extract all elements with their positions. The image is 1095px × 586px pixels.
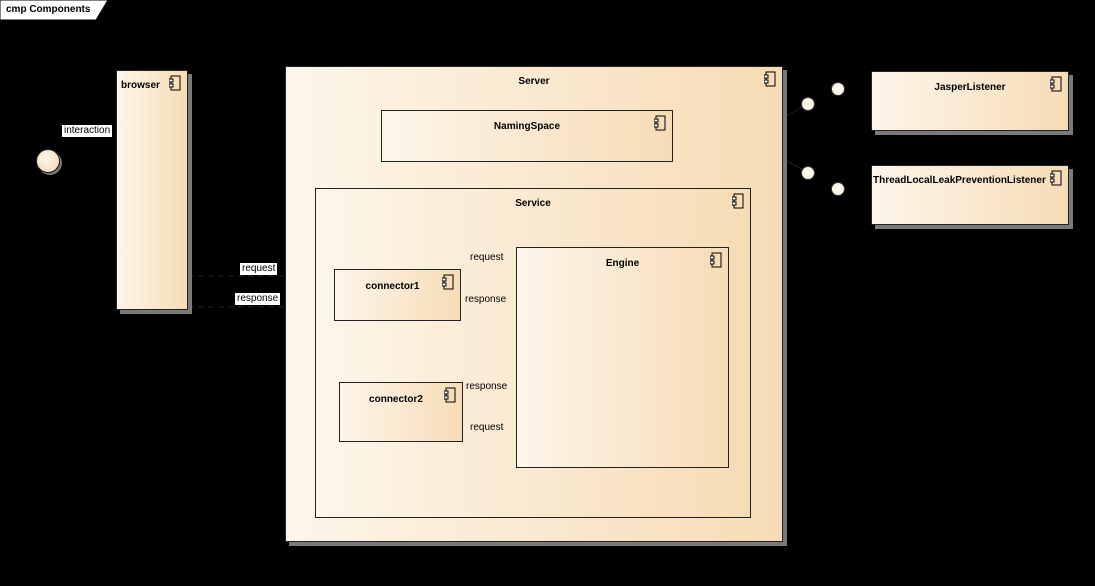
browser-title: browser bbox=[121, 80, 160, 91]
connector1-title: connector1 bbox=[365, 281, 420, 292]
jasper-listener-component[interactable]: JasperListener bbox=[871, 71, 1069, 131]
interaction-label: interaction bbox=[62, 125, 113, 137]
thread-listener-title: ThreadLocalLeakPreventionListener bbox=[873, 175, 1046, 186]
connector2-title: connector2 bbox=[369, 394, 423, 405]
component-icon bbox=[444, 387, 456, 403]
request-c2-label: request bbox=[470, 422, 504, 433]
response-c2-label: response bbox=[466, 381, 508, 392]
component-icon bbox=[1050, 76, 1062, 92]
frame-title: cmp Components bbox=[6, 4, 91, 15]
thread-listener-component[interactable]: ThreadLocalLeakPreventionListener bbox=[871, 165, 1069, 225]
component-icon bbox=[732, 193, 744, 209]
naming-space-component[interactable]: NamingSpace bbox=[381, 110, 673, 162]
server-port-top bbox=[801, 97, 815, 111]
service-title: Service bbox=[515, 198, 551, 209]
actor-head bbox=[36, 149, 60, 173]
browser-component[interactable]: browser bbox=[116, 70, 188, 310]
request-outer-label: request bbox=[240, 263, 278, 275]
response-c1-label: response bbox=[465, 294, 507, 305]
connector1-component[interactable]: connector1 bbox=[334, 269, 461, 321]
request-c1-label: request bbox=[470, 252, 504, 263]
component-icon bbox=[764, 71, 776, 87]
server-port-bottom bbox=[801, 166, 815, 180]
component-icon bbox=[654, 115, 666, 131]
thread-interface-ball bbox=[831, 182, 845, 196]
jasper-interface-ball bbox=[831, 82, 845, 96]
engine-component[interactable]: Engine bbox=[516, 247, 729, 468]
jasper-listener-title: JasperListener bbox=[934, 82, 1006, 93]
component-icon bbox=[1050, 170, 1062, 186]
component-icon bbox=[710, 252, 722, 268]
component-icon bbox=[442, 274, 454, 290]
response-outer-label: response bbox=[235, 293, 281, 305]
engine-title: Engine bbox=[605, 258, 640, 269]
server-title: Server bbox=[518, 76, 550, 87]
naming-space-title: NamingSpace bbox=[493, 121, 561, 132]
connector2-component[interactable]: connector2 bbox=[339, 382, 463, 442]
component-icon bbox=[169, 75, 181, 91]
